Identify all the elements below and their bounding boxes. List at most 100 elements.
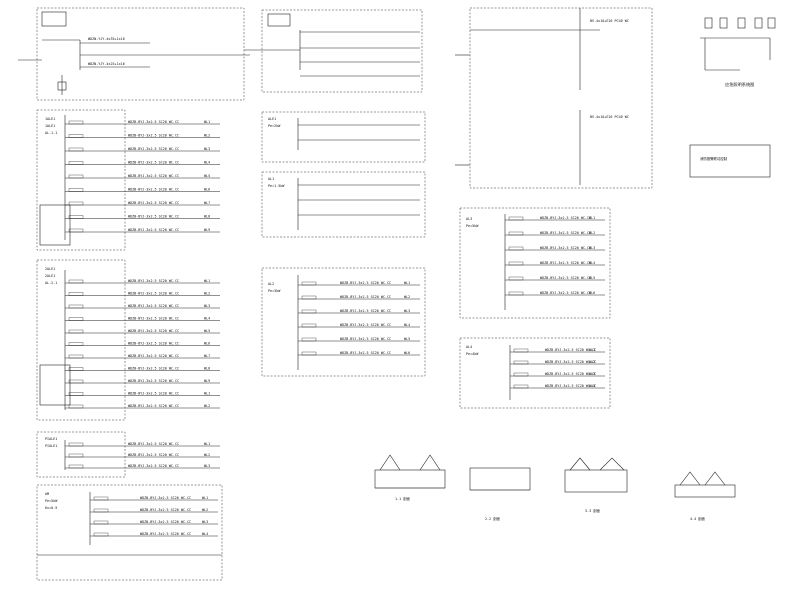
lp3-head-2: PIALE1 [45,444,57,448]
breaker-symbol [68,354,84,359]
circuit-id-label: WL4 [204,161,210,165]
circuit-id-label: WL1 [589,348,595,352]
circuit-id-label: WL8 [204,215,210,219]
breaker-symbol [508,261,524,266]
circuit-id-label: WL2 [589,231,595,235]
circuit-cable-label: WDZB-BYJ-3x2.5 SC20 WC.CC [340,351,391,355]
meter-box-top-middle [244,9,423,93]
breaker-symbol [68,304,84,309]
circuit-id-label: WL2 [204,292,210,296]
breaker-symbol [68,161,84,165]
circuit-id-label: WL9 [204,379,210,383]
circuit-cable-label: WDZB-BYJ-3x2.5 SC20 WC.CC [545,360,596,364]
circuit-id-label: WL1 [404,281,410,285]
breaker-symbol [68,453,84,458]
circuit-cable-label: WDZB-BYJ-3x2.5 SC20 WC.CC [128,215,179,219]
circuit-cable-label: WDZB-BYJ-3x2.5 SC20 WC.CC [540,231,591,235]
lighting-panel-2: 2ALE1 2ALE1 AL-2-1 WDZB-BYJ-3x2.5 SC20 W… [36,259,220,421]
breaker-symbol [68,379,84,384]
circuit-id-label: WL5 [404,337,410,341]
s5-head-1: AL3 [466,217,472,221]
breaker-symbol [68,404,84,409]
lp2-head-1: 2ALE1 [45,267,55,271]
s5-head-2: Pe=5kW [466,224,479,228]
breaker-symbol [68,201,84,206]
circuit-id-label: WL3 [589,246,595,250]
circuit-cable-label: WDZB-BYJ-3x2.5 SC20 WC.CC [128,367,179,371]
breaker-symbol [513,360,529,365]
breaker-symbol [513,348,529,353]
feeder-label-a: WDZN-YJY-4x35+1x16 [88,37,125,41]
breaker-symbol [68,442,84,447]
detail-1-caption: 1-1 剖面 [395,496,411,501]
circuit-id-label: WL7 [204,354,210,358]
circuit-id-label: WL3 [204,464,210,468]
panel-section-6: AL4 Pe=4kW WDZB-BYJ-3x2.5 SC20 WC.CCWL1W… [459,337,611,409]
circuit-cable-label: WDZB-BYJ-3x2.5 SC20 WC.CC [128,147,179,151]
circuit-cable-label: WDZB-BYJ-3x2.5 SC20 WC.CC [128,174,179,178]
circuit-id-label: WL7 [204,201,210,205]
breaker-symbol [68,147,84,152]
breaker-symbol [93,532,109,537]
circuit-id-label: WL3 [204,147,210,151]
circuit-cable-label: WDZB-BYJ-3x2.5 SC20 WC.CC [540,291,591,295]
detail-1: 1-1 剖面 [374,454,446,501]
circuit-id-label: WL2 [202,508,208,512]
breaker-symbol [301,309,317,314]
breaker-symbol [301,281,317,286]
am-head-3: Kx=0.9 [45,506,57,510]
circuit-id-label: WL1 [202,496,208,500]
circuit-id-label: WL1 [204,392,210,396]
circuit-cable-label: WDZB-BYJ-3x2.5 SC20 WC.CC [128,120,179,124]
circuit-cable-label: WDZB-BYJ-3x2.5 SC20 WC.CC [140,496,191,500]
s2-head-2: Pe=2kW [268,124,281,128]
circuit-cable-label: WDZB-BYJ-3x2.5 SC20 WC.CC [128,354,179,358]
meter-box-top-left: WDZN-YJY-4x35+1x16 WDZN-YJY-4x25+1x16 [18,7,250,101]
circuit-id-label: WL3 [204,304,210,308]
circuit-cable-label: WDZB-BYJ-3x2.5 SC20 WC.CC [545,384,596,388]
panel-section-2: ALE1 Pe=2kW [261,111,426,163]
distribution-box-top-right: BV-4x10+E10 PC40 WC BV-4x10+E10 PC40 WC [455,7,653,189]
breaker-symbol [508,216,524,221]
lp3-head-1: PIALE1 [45,437,57,441]
s6-head-1: AL4 [466,345,472,349]
circuit-id-label: WL2 [204,404,210,408]
circuit-cable-label: WDZB-BYJ-3x2.5 SC20 WC.CC [140,520,191,524]
lp2-head-3: AL-2-1 [45,281,57,285]
detail-3: 3-3 剖面 [564,457,628,513]
circuit-cable-label: WDZB-BYJ-3x2.5 SC20 WC.CC [128,453,179,457]
circuit-cable-label: WDZB-BYJ-3x2.5 SC20 WC.CC [128,342,179,346]
detail-3-caption: 3-3 剖面 [585,508,601,513]
circuit-cable-label: WDZB-BYJ-3x2.5 SC20 WC.CC [340,323,391,327]
s4-head-1: AL2 [268,282,274,286]
circuit-cable-label: WDZB-BYJ-3x2.5 SC20 WC.CC [540,261,591,265]
circuit-id-label: WL8 [204,367,210,371]
circuit-id-label: WL4 [202,532,208,536]
breaker-symbol [508,231,524,236]
lighting-panel-1: 1ALE1 1ALE1 AL-1-1 WDZB-BYJ-3x2.5 SC20 W… [36,109,220,251]
am-head-2: Pe=5kW [45,499,58,503]
circuit-id-label: WL6 [589,291,595,295]
circuit-cable-label: WDZB-BYJ-3x2.5 SC20 WC.CC [128,329,179,333]
breaker-symbol [68,329,84,334]
circuit-id-label: WL1 [204,279,210,283]
s2-head-1: ALE1 [268,117,276,121]
circuit-id-label: WL4 [204,317,210,321]
breaker-symbol [301,295,317,300]
circuit-cable-label: WDZB-BYJ-3x2.5 SC20 WC.CC [128,304,179,308]
s6-head-2: Pe=4kW [466,352,479,356]
circuit-cable-label: WDZB-BYJ-3x2.5 SC20 WC.CC [545,348,596,352]
circuit-cable-label: WDZB-BYJ-3x2.5 SC20 WC.CC [540,276,591,280]
detail-4-caption: 4-4 剖面 [690,516,706,521]
circuit-id-label: WL2 [204,134,210,138]
breaker-symbol [93,496,109,501]
circuit-id-label: WL2 [404,295,410,299]
bus-label-1: BV-4x10+E10 PC40 WC [590,19,629,23]
detail-4: 4-4 剖面 [674,471,736,521]
circuit-id-label: WL3 [404,309,410,313]
feeder-label-b: WDZN-YJY-4x25+1x16 [88,62,125,66]
